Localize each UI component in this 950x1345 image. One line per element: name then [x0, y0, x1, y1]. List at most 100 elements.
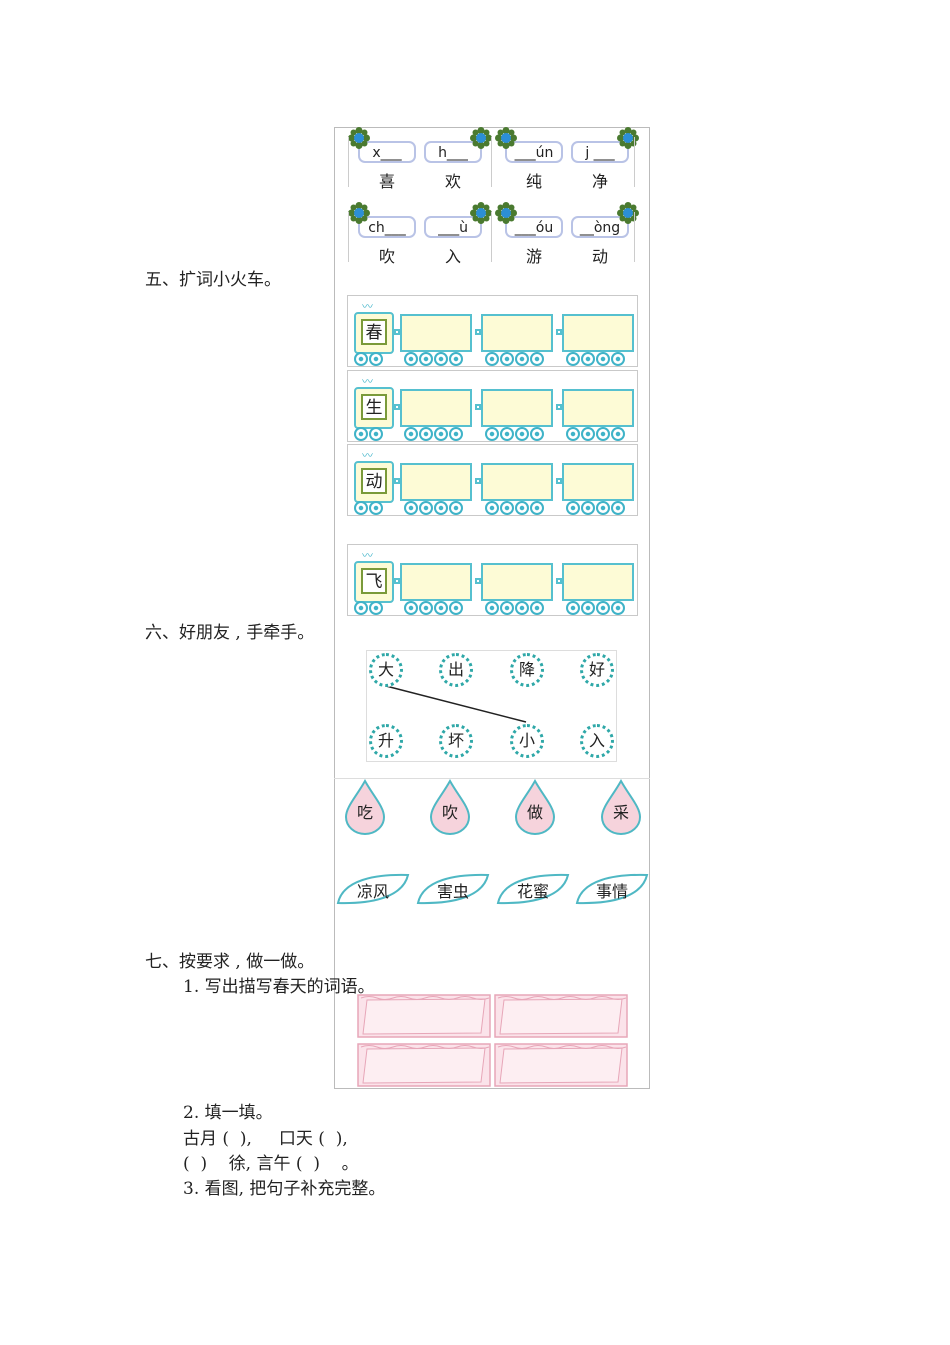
worksheet-frame [334, 127, 650, 1089]
pair-divider [491, 137, 492, 187]
wheel-set [485, 427, 544, 441]
word-writing-box[interactable] [494, 994, 628, 1038]
wheel-icon [485, 601, 499, 615]
hanzi-label: 入 [444, 247, 461, 266]
wheel-set [485, 501, 544, 515]
wheel-icon [581, 352, 595, 366]
train: 〰飞 [347, 544, 638, 616]
hanzi-label: 游 [525, 247, 542, 266]
pinyin-blank[interactable]: x___ [358, 141, 416, 163]
wheel-icon [434, 601, 448, 615]
train-car-blank[interactable] [562, 389, 634, 427]
pinyin-blank[interactable]: __òng [571, 216, 629, 238]
train-car-blank[interactable] [481, 389, 553, 427]
coupler [475, 329, 481, 335]
flower-icon [348, 202, 370, 224]
water-drop[interactable]: 吹 [429, 778, 471, 835]
word-writing-box[interactable] [494, 1043, 628, 1087]
wheel-icon [500, 427, 514, 441]
wheel-icon [354, 501, 368, 515]
wheel-icon [404, 352, 418, 366]
train-car-blank[interactable] [481, 463, 553, 501]
wheel-icon [354, 352, 368, 366]
wheel-icon [566, 601, 580, 615]
q1-label: 1. 写出描写春天的词语。 [183, 977, 375, 997]
wheel-icon [515, 427, 529, 441]
train-head-char: 动 [361, 468, 387, 494]
pinyin-blank[interactable]: ___óu [505, 216, 563, 238]
train-car-blank[interactable] [481, 314, 553, 352]
coupler [556, 478, 562, 484]
train-car-blank[interactable] [481, 563, 553, 601]
drop-char: 做 [526, 803, 543, 822]
pinyin-blank[interactable]: j ___ [571, 141, 629, 163]
wheel-icon [515, 352, 529, 366]
water-drop[interactable]: 采 [600, 778, 642, 835]
wheel-icon [419, 601, 433, 615]
word-circle[interactable]: 入 [580, 724, 614, 758]
train-car-blank[interactable] [400, 563, 472, 601]
train-engine: 春 [354, 312, 394, 354]
wheel-icon [434, 352, 448, 366]
train-car-blank[interactable] [400, 314, 472, 352]
leaf-word: 害虫 [436, 882, 469, 901]
train-car-blank[interactable] [562, 563, 634, 601]
row-border [634, 137, 635, 187]
pinyin-blank[interactable]: ch___ [358, 216, 416, 238]
wheel-icon [369, 601, 383, 615]
leaf-card[interactable]: 事情 [574, 872, 650, 906]
wheel-set [404, 601, 463, 615]
train-car-blank[interactable] [400, 389, 472, 427]
word-circle[interactable]: 升 [369, 724, 403, 758]
q2-label: 2. 填一填。 [183, 1103, 273, 1123]
wheel-icon [515, 601, 529, 615]
wheel-icon [419, 352, 433, 366]
smoke-icon: 〰 [362, 300, 373, 313]
water-drop[interactable]: 做 [514, 778, 556, 835]
word-writing-box[interactable] [357, 994, 491, 1038]
leaf-card[interactable]: 花蜜 [495, 872, 571, 906]
word-circle[interactable]: 小 [510, 724, 544, 758]
leaf-card[interactable]: 凉风 [335, 872, 411, 906]
leaf-word: 花蜜 [516, 882, 549, 901]
wheel-icon [530, 427, 544, 441]
flower-icon [348, 127, 370, 149]
train: 〰动 [347, 444, 638, 516]
pinyin-blank[interactable]: ___ún [505, 141, 563, 163]
pinyin-blank[interactable]: h___ [424, 141, 482, 163]
hanzi-label: 动 [591, 247, 608, 266]
q3-label: 3. 看图, 把句子补充完整。 [183, 1179, 386, 1199]
word-circle[interactable]: 降 [510, 653, 544, 687]
train-car-blank[interactable] [562, 314, 634, 352]
leaf-card[interactable]: 害虫 [415, 872, 491, 906]
water-drop[interactable]: 吃 [344, 778, 386, 835]
word-circle[interactable]: 大 [369, 653, 403, 687]
smoke-icon: 〰 [362, 449, 373, 462]
train-car-blank[interactable] [562, 463, 634, 501]
coupler [394, 404, 400, 410]
wheel-set [354, 427, 383, 441]
wheel-icon [611, 427, 625, 441]
train-engine: 动 [354, 461, 394, 503]
word-writing-box[interactable] [357, 1043, 491, 1087]
word-circle[interactable]: 出 [439, 653, 473, 687]
train: 〰生 [347, 370, 638, 442]
pinyin-blank[interactable]: ___ù [424, 216, 482, 238]
train-car-blank[interactable] [400, 463, 472, 501]
wheel-icon [581, 501, 595, 515]
wheel-icon [530, 501, 544, 515]
wheel-icon [611, 352, 625, 366]
coupler [556, 329, 562, 335]
word-circle[interactable]: 坏 [439, 724, 473, 758]
wheel-set [566, 601, 625, 615]
wheel-set [485, 352, 544, 366]
wheel-set [354, 501, 383, 515]
word-circle[interactable]: 好 [580, 653, 614, 687]
matching-card [366, 650, 617, 762]
wheel-icon [449, 352, 463, 366]
wheel-icon [449, 501, 463, 515]
train-head-char: 飞 [361, 568, 387, 594]
coupler [556, 578, 562, 584]
wheel-icon [515, 501, 529, 515]
hanzi-label: 欢 [444, 172, 461, 191]
